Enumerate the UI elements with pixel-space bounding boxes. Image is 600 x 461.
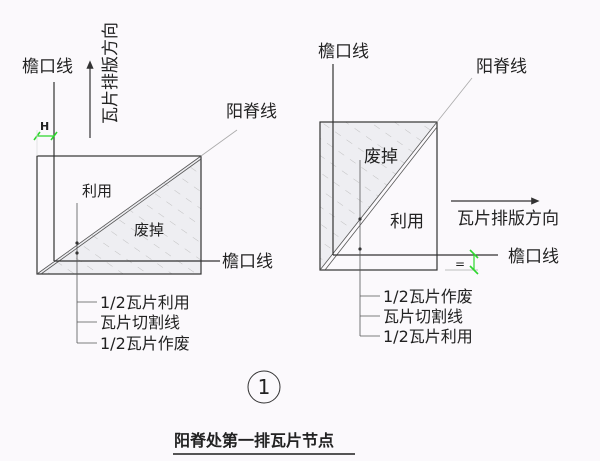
right-callout-1: 1/2瓦片作废 [383, 287, 473, 306]
left-callout-2: 瓦片切割线 [100, 313, 180, 332]
left-ridge-line-label: 阳脊线 [226, 102, 277, 122]
left-waste-label: 废掉 [134, 221, 164, 239]
right-node: = 檐口线 阳脊线 废掉 利用 瓦片排版方向 檐口线 1/2瓦片作废 瓦片切割线… [318, 42, 559, 346]
left-eave-line-top-label: 檐口线 [22, 57, 73, 77]
detail-number-circle [247, 370, 281, 404]
right-cut-line-inner [324, 126, 438, 271]
right-dimension-tick-bottom [469, 265, 479, 275]
right-eave-line-side-label: 檐口线 [508, 247, 559, 267]
left-callout-point-cut [75, 251, 79, 255]
left-callout-3: 1/2瓦片作废 [100, 334, 190, 353]
right-tile-outline [319, 121, 438, 271]
right-cut-line [319, 121, 438, 271]
right-ridge-line-label: 阳脊线 [476, 57, 527, 77]
left-used-label: 利用 [82, 182, 112, 200]
diagram-title: 阳脊处第一排瓦片节点 [174, 431, 334, 450]
left-node: H 檐口线 瓦片排版方向 阳脊线 利用 废掉 檐口线 1/2瓦片利用 瓦片切割线… [22, 22, 277, 353]
right-dimension-tick-top [469, 249, 479, 259]
right-waste-label: 废掉 [364, 147, 398, 167]
right-eave-line-top-label: 檐口线 [318, 42, 369, 62]
right-used-label: 利用 [390, 212, 424, 232]
right-ridge-leader [436, 77, 473, 123]
left-cut-line [36, 155, 202, 275]
left-cut-line-inner [40, 158, 202, 275]
right-layout-direction-label: 瓦片排版方向 [457, 209, 559, 229]
right-callout-point-cut [358, 217, 362, 221]
diagram-title-group: 阳脊处第一排瓦片节点 [173, 431, 355, 455]
right-dimension-equal-marker: = [455, 257, 465, 271]
detail-number: 1 [258, 375, 271, 399]
right-callout-2: 瓦片切割线 [383, 307, 463, 326]
left-callout-point-used [75, 241, 79, 245]
h-dimension-label: H [40, 120, 49, 133]
left-layout-direction-label: 瓦片排版方向 [101, 22, 121, 124]
right-callout-3: 1/2瓦片利用 [383, 327, 473, 346]
left-tile-outline [36, 155, 202, 275]
left-ridge-leader [200, 129, 238, 157]
left-callout-1: 1/2瓦片利用 [100, 293, 190, 312]
detail-marker: 1 [247, 370, 281, 404]
left-eave-line-side-label: 檐口线 [222, 252, 273, 272]
right-callout-point-used [358, 247, 362, 251]
h-dimension-tick-right [50, 131, 58, 141]
